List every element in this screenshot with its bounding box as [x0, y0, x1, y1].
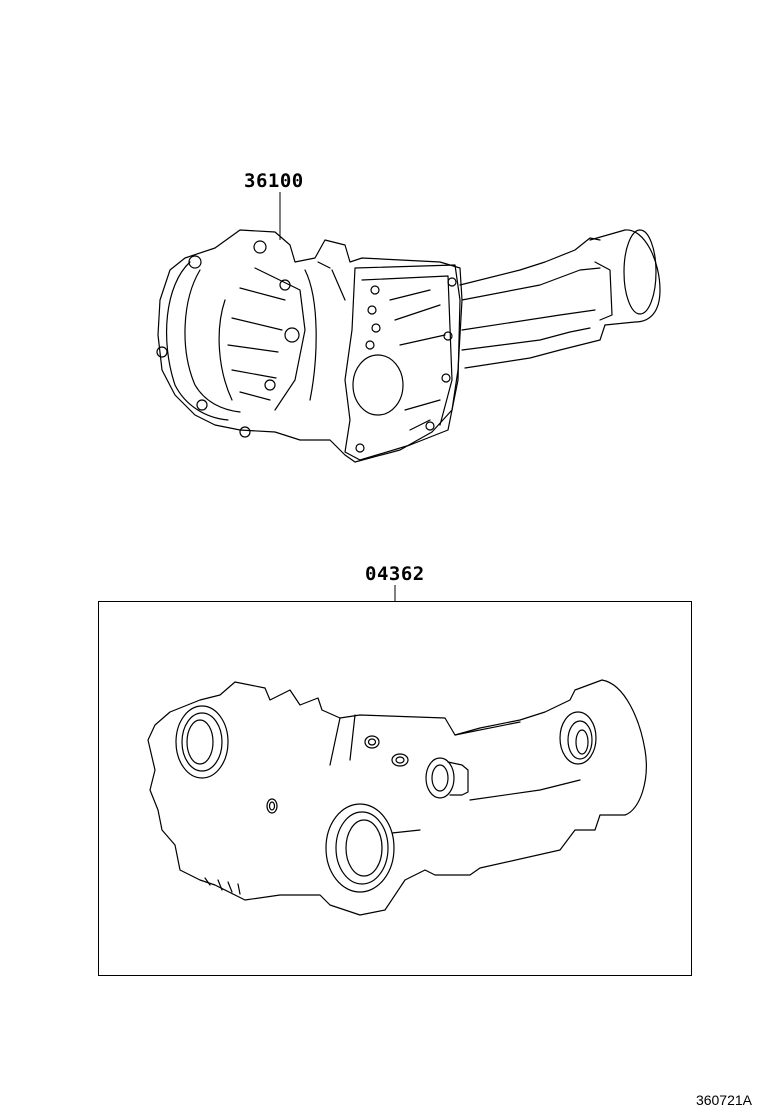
part-number-label-36100[interactable]: 36100 [244, 170, 304, 192]
transfer-assembly-illustration[interactable] [156, 229, 661, 463]
illustration-id: 360721A [695, 1092, 752, 1108]
part-number-label-04362[interactable]: 04362 [365, 563, 425, 585]
kit-housing-illustration[interactable] [147, 679, 647, 916]
kit-bounding-box [98, 601, 692, 976]
